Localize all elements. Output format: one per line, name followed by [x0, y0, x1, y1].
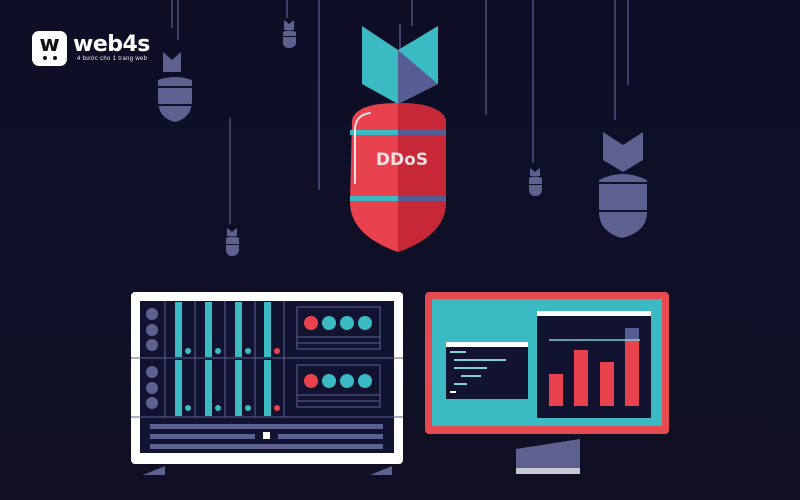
logo-text: web4s 4 bước cho 1 trang web	[73, 34, 150, 63]
brand-logo[interactable]: w web4s 4 bước cho 1 trang web	[32, 31, 150, 66]
bomb-icon	[226, 228, 239, 256]
chart-bar-4	[625, 340, 639, 406]
chart-bar-3	[600, 362, 614, 406]
falling-trails	[171, 0, 629, 224]
bomb-icon	[158, 52, 192, 122]
monitor	[425, 292, 669, 474]
logo-name: web4s	[73, 32, 150, 57]
bomb-icon	[529, 168, 542, 196]
logo-tagline: 4 bước cho 1 trang web	[77, 56, 148, 62]
logo-mark-icon: w	[32, 31, 67, 66]
server-rack	[131, 292, 403, 475]
bomb-icon	[599, 132, 647, 238]
logo-mark-letter: w	[39, 32, 60, 57]
chart-bar-2	[574, 350, 588, 406]
ddos-label: DDoS	[375, 150, 429, 170]
logo-dots	[43, 56, 57, 60]
chart-window	[537, 311, 651, 418]
code-window	[446, 342, 528, 399]
ddos-bomb	[350, 26, 446, 252]
bomb-icon	[283, 20, 296, 48]
chart-bar-1	[549, 374, 563, 406]
